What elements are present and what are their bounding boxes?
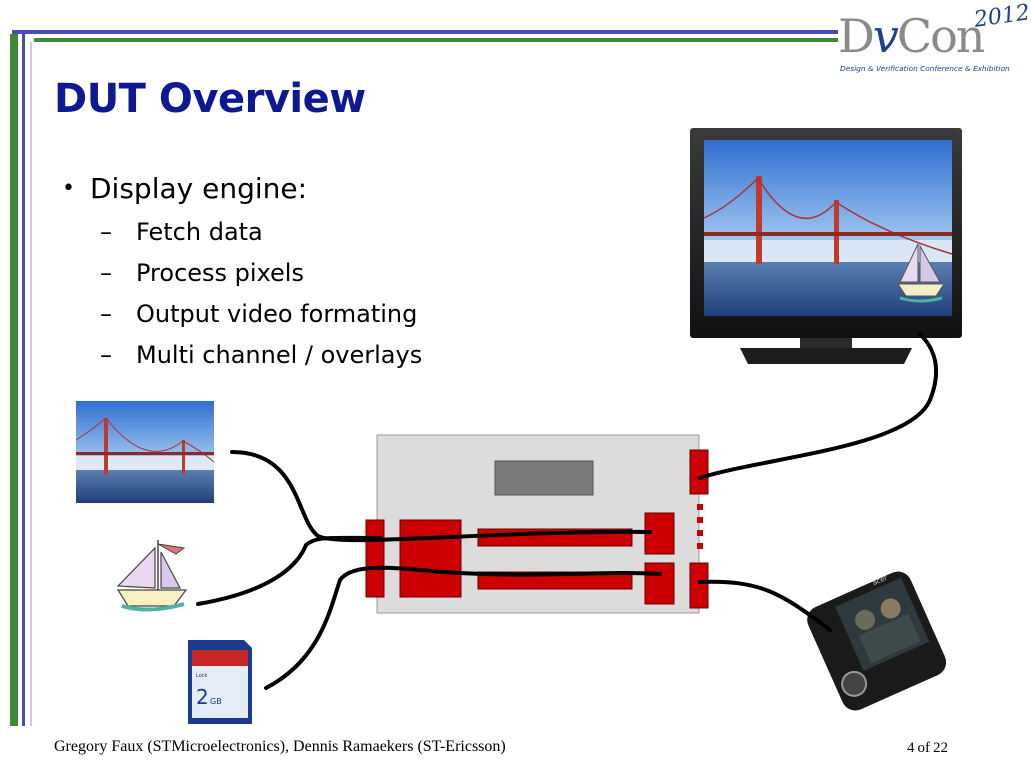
sub-bullet-fetch: –Fetch data — [90, 212, 422, 253]
sub-bullet-list: –Fetch data –Process pixels –Output vide… — [90, 212, 422, 376]
page-current: 4 — [907, 740, 915, 756]
footer-author: Gregory Faux (STMicroelectronics), Denni… — [54, 738, 506, 755]
sub-bullet-text: Fetch data — [136, 218, 263, 246]
logo-d: D — [838, 9, 875, 63]
dash-glyph: – — [100, 300, 112, 328]
page-total: 22 — [933, 740, 948, 756]
logo-v: v — [872, 9, 899, 63]
logo-tagline: Design & Verification Conference & Exhib… — [840, 64, 1010, 73]
bullet-list: Display engine: –Fetch data –Process pix… — [62, 170, 422, 376]
slide-title: DUT Overview — [54, 76, 366, 122]
frame-left-line-green — [10, 34, 18, 726]
sub-bullet-multichannel: –Multi channel / overlays — [90, 335, 422, 376]
dvcon-logo: DvCon 2012 Design & Verification Confere… — [838, 0, 1031, 80]
bullet-display-engine: Display engine: –Fetch data –Process pix… — [62, 170, 422, 376]
dash-glyph: – — [100, 341, 112, 369]
sub-bullet-text: Output video formating — [136, 300, 418, 328]
frame-top-line-blue — [12, 30, 838, 34]
bullet-text: Display engine: — [90, 172, 308, 205]
sub-bullet-output: –Output video formating — [90, 294, 422, 335]
logo-year: 2012 — [972, 0, 1031, 33]
frame-top-line-green — [34, 38, 838, 42]
sub-bullet-text: Process pixels — [136, 259, 304, 287]
frame-left-line-blue — [22, 34, 25, 726]
sub-bullet-text: Multi channel / overlays — [136, 341, 423, 369]
dash-glyph: – — [100, 259, 112, 287]
dash-glyph: – — [100, 218, 112, 246]
logo-con: Con — [896, 9, 986, 63]
logo-wordmark: DvCon — [838, 9, 986, 63]
sub-bullet-process: –Process pixels — [90, 253, 422, 294]
frame-left-line-thin — [30, 42, 32, 726]
page-of: of — [917, 740, 931, 756]
